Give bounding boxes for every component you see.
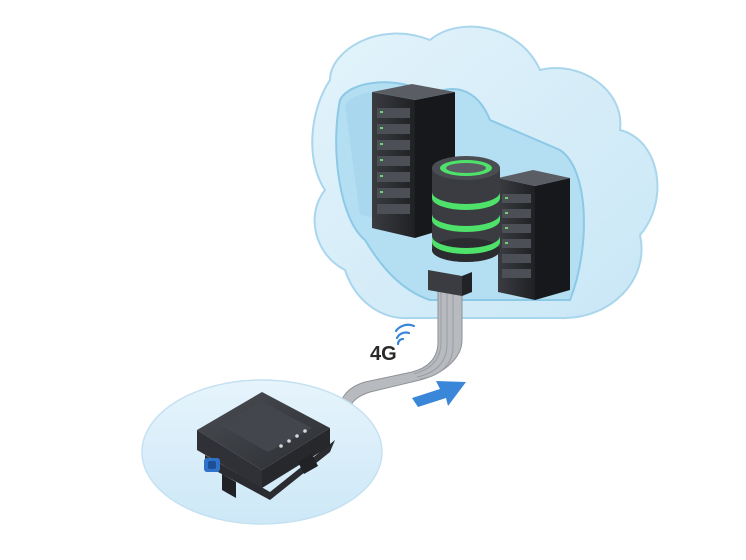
signal-label: 4G [370, 343, 397, 365]
iot-gateway-icon [197, 392, 335, 500]
connector-icon [204, 458, 220, 472]
data-cable [337, 270, 472, 416]
wifi-signal-icon [394, 323, 416, 346]
server-rack-icon [498, 170, 570, 300]
arrow-up-right-icon [412, 381, 466, 407]
database-icon [432, 156, 500, 262]
